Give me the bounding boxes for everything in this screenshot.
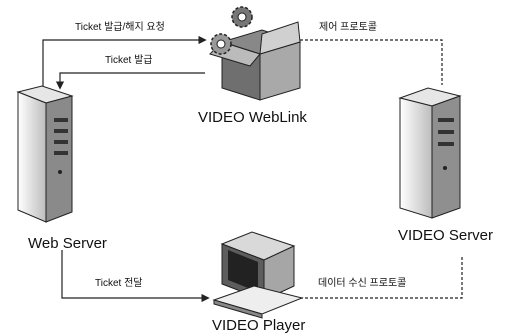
ticket-request-label: Ticket 발급/해지 요청 <box>75 22 165 33</box>
player-computer-icon <box>212 231 304 319</box>
gear-icon <box>231 6 253 28</box>
ticket-issue-arrow <box>55 72 205 90</box>
data-protocol-line <box>300 255 463 299</box>
video-server-icon <box>398 87 462 219</box>
ticket-issue-label: Ticket 발급 <box>105 55 153 66</box>
data-protocol-label: 데이터 수신 프로토콜 <box>318 278 407 289</box>
connectors <box>42 35 463 303</box>
ticket-deliver-arrow <box>61 250 210 303</box>
gear-icon <box>210 33 232 55</box>
weblink-box-icon <box>209 21 302 101</box>
weblink-label: VIDEO WebLink <box>198 109 307 126</box>
video-server-label: VIDEO Server <box>398 227 494 244</box>
player-label: VIDEO Player <box>212 317 306 334</box>
ticket-request-arrow <box>42 35 207 88</box>
web-server-icon <box>16 85 74 223</box>
control-protocol-label: 제어 프로토콜 <box>319 22 377 33</box>
ticket-deliver-label: Ticket 전달 <box>95 278 143 289</box>
control-protocol-line <box>300 39 443 85</box>
web-server-label: Web Server <box>28 235 107 252</box>
